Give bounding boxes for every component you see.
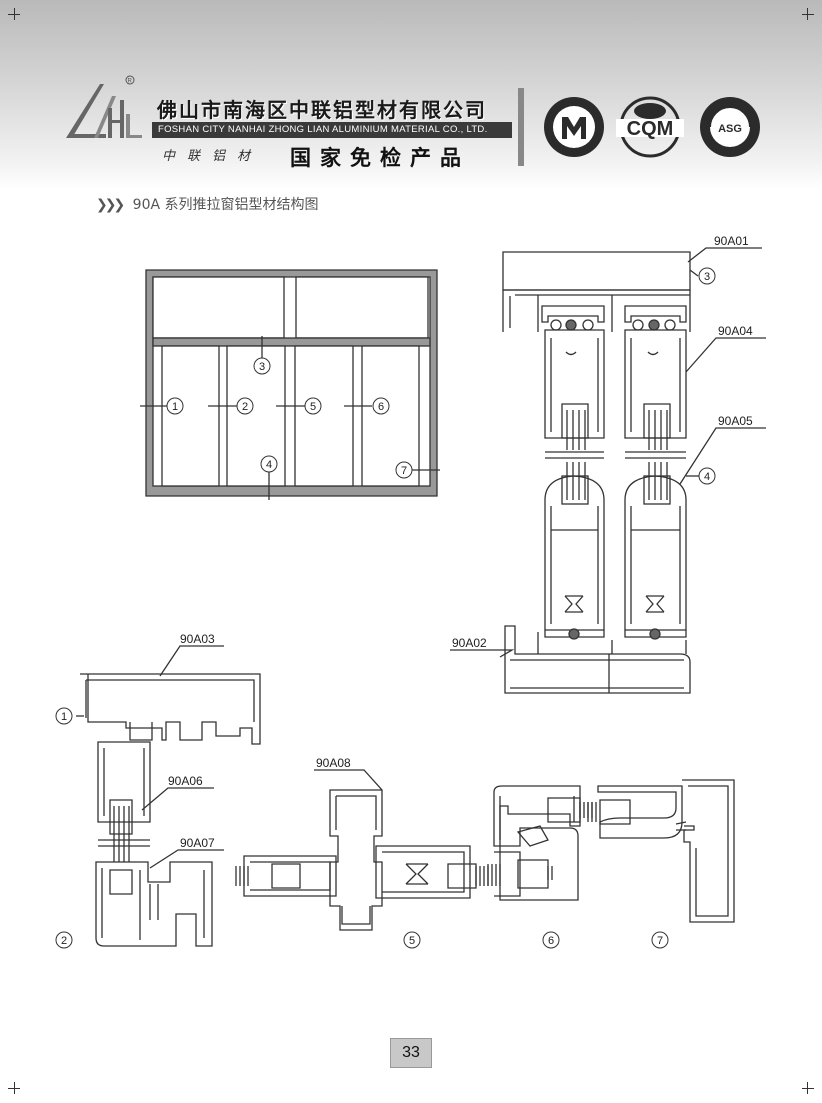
section-90a03-90a06-90a07 [80, 673, 261, 947]
label-90a08: 90A08 [316, 756, 351, 770]
callout-6-elev: 6 [372, 397, 390, 415]
callout-4-elev: 4 [260, 455, 278, 473]
svg-text:5: 5 [310, 401, 316, 413]
callout-2-section: 2 [55, 931, 73, 949]
label-90a01: 90A01 [714, 234, 749, 248]
svg-text:1: 1 [61, 711, 67, 723]
svg-text:2: 2 [242, 401, 248, 413]
svg-text:4: 4 [704, 471, 710, 483]
part-code-leaders [76, 247, 766, 869]
svg-text:5: 5 [409, 935, 415, 947]
callout-2-elev: 2 [236, 397, 254, 415]
callout-7-section: 7 [651, 931, 669, 949]
callout-5-section: 5 [403, 931, 421, 949]
page-number: 33 [390, 1038, 432, 1068]
label-90a03: 90A03 [180, 632, 215, 646]
svg-text:2: 2 [61, 935, 67, 947]
label-90a02: 90A02 [452, 636, 487, 650]
company-name-en: FOSHAN CITY NANHAI ZHONG LIAN ALUMINIUM … [152, 122, 512, 138]
section-title-text: 90A 系列推拉窗铝型材结构图 [132, 197, 319, 213]
label-90a04: 90A04 [718, 324, 753, 338]
standard-seal: ASG [700, 97, 760, 157]
svg-text:R: R [128, 79, 133, 85]
company-name-cn: 佛山市南海区中联铝型材有限公司 [157, 98, 487, 122]
crop-mark [8, 14, 20, 15]
svg-text:6: 6 [548, 935, 554, 947]
asg-text: ASG [718, 123, 742, 135]
cqm-certification-seal: CQM [616, 96, 684, 158]
header-divider [518, 88, 524, 166]
callout-numbers: 1 2 3 5 6 4 7 3 4 1 2 5 6 7 [55, 267, 716, 949]
svg-text:1: 1 [172, 401, 178, 413]
svg-text:6: 6 [378, 401, 384, 413]
window-elevation [140, 269, 440, 500]
section-title: ❯❯❯ 90A 系列推拉窗铝型材结构图 [96, 194, 319, 214]
callout-1-elev: 1 [166, 397, 184, 415]
brand-short-name: 中联铝材 [162, 149, 263, 164]
callout-6-section: 6 [542, 931, 560, 949]
inspection-free-seal [544, 97, 604, 157]
svg-text:7: 7 [401, 465, 407, 477]
section-7 [587, 779, 735, 923]
callout-4-section: 4 [698, 467, 716, 485]
callout-7-elev: 7 [395, 461, 413, 479]
callout-3-section: 3 [698, 267, 716, 285]
crop-mark [802, 14, 814, 15]
callout-5-elev: 5 [304, 397, 322, 415]
svg-text:3: 3 [704, 271, 710, 283]
label-90a06: 90A06 [168, 774, 203, 788]
company-logo: R [66, 75, 142, 138]
header-band [0, 0, 822, 190]
cqm-text: CQM [627, 118, 674, 140]
svg-text:4: 4 [266, 459, 272, 471]
callout-3-elev: 3 [253, 357, 271, 375]
svg-text:3: 3 [259, 361, 265, 373]
part-code-labels: 90A01 90A04 90A05 90A02 90A03 90A06 90A0… [168, 234, 753, 850]
section-6 [487, 785, 593, 901]
section-90a08 [235, 789, 489, 931]
crop-mark [8, 1088, 20, 1089]
slogan: 国家免检产品 [290, 146, 470, 170]
crop-mark [802, 1088, 814, 1089]
svg-text:7: 7 [657, 935, 663, 947]
vertical-section-90a01-90a02 [502, 251, 691, 694]
label-90a05: 90A05 [718, 414, 753, 428]
callout-1-section: 1 [55, 707, 73, 725]
double-arrow-icon: ❯❯❯ [96, 197, 125, 213]
label-90a07: 90A07 [180, 836, 215, 850]
